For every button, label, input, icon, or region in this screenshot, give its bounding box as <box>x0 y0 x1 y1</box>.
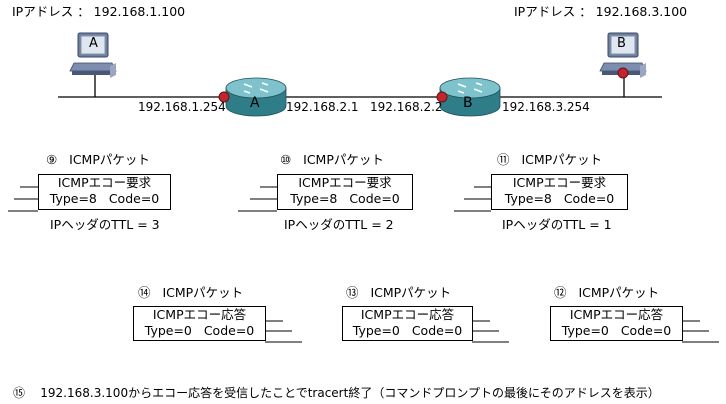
reply-packet-3-title: ⑫ ICMPパケット <box>554 285 660 300</box>
reply-packet-1-type: Type=0 <box>144 323 192 338</box>
request-packet-2-line1: ICMPエコー要求 <box>298 175 392 190</box>
reply-packet-2-code: Code=0 <box>411 323 463 338</box>
router-b-right-ip: 192.168.3.254 <box>502 100 590 114</box>
request-packet-3-ttl: IPヘッダのTTL = 1 <box>502 217 612 232</box>
host-b-icon <box>599 32 647 78</box>
reply-packet-1-code: Code=0 <box>203 323 255 338</box>
reply-packet-3-code: Code=0 <box>620 323 672 338</box>
packet-lines <box>8 186 719 343</box>
footer-note: ⑮ 192.168.3.100からエコー応答を受信したことでtracert終了（… <box>13 386 660 401</box>
router-b-name: B <box>463 95 473 111</box>
request-packet-2-code: Code=0 <box>349 191 400 206</box>
host-a-ip-label: IPアドレス ： 192.168.1.100 <box>12 4 186 19</box>
footer-number: ⑮ <box>13 386 26 400</box>
request-packet-3-title: ⑪ ICMPパケット <box>497 152 603 167</box>
router-a-icon <box>225 77 287 117</box>
request-packet-3: ICMPエコー要求 Type=8 Code=0 <box>491 174 628 210</box>
reply-packet-2-type: Type=0 <box>352 323 400 338</box>
request-packet-1: ICMPエコー要求 Type=8 Code=0 <box>38 174 171 210</box>
request-packet-3-line1: ICMPエコー要求 <box>512 175 607 190</box>
reply-packet-1-line1: ICMPエコー応答 <box>152 307 247 322</box>
request-packet-3-code: Code=0 <box>563 191 615 206</box>
request-packet-1-code: Code=0 <box>108 191 160 206</box>
reply-packet-2: ICMPエコー応答 Type=0 Code=0 <box>342 306 473 341</box>
reply-packet-3-type: Type=0 <box>561 323 609 338</box>
host-a-icon <box>69 32 117 78</box>
router-b-left-interface-dot <box>436 91 448 103</box>
router-a-left-interface-dot <box>218 91 230 103</box>
request-packet-1-line1: ICMPエコー要求 <box>57 175 152 190</box>
request-packet-2-ttl: IPヘッダのTTL = 2 <box>284 217 394 232</box>
host-b-ip-label: IPアドレス ： 192.168.3.100 <box>514 4 688 19</box>
request-packet-2: ICMPエコー要求 Type=8 Code=0 <box>277 174 413 210</box>
request-packet-1-type: Type=8 <box>49 191 97 206</box>
reply-packet-1-title: ⑭ ICMPパケット <box>138 285 244 300</box>
router-a-left-ip: 192.168.1.254 <box>138 100 226 114</box>
reply-packet-2-line1: ICMPエコー応答 <box>360 307 455 322</box>
host-a-name: A <box>89 36 98 51</box>
reply-packet-3-line1: ICMPエコー応答 <box>569 307 664 322</box>
reply-packet-1: ICMPエコー応答 Type=0 Code=0 <box>133 306 266 341</box>
request-packet-1-title: ⑨ ICMPパケット <box>46 152 150 167</box>
reply-packet-3: ICMPエコー応答 Type=0 Code=0 <box>550 306 683 341</box>
request-packet-2-type: Type=8 <box>290 191 338 206</box>
router-b-left-ip: 192.168.2.2 <box>370 100 443 114</box>
reply-packet-2-title: ⑬ ICMPパケット <box>346 285 452 300</box>
router-a-right-ip: 192.168.2.1 <box>286 100 359 114</box>
router-b-icon <box>439 77 501 117</box>
host-b-name: B <box>617 36 626 51</box>
host-b-interface-dot <box>617 67 629 79</box>
router-a-name: A <box>250 95 260 111</box>
footer-text: 192.168.3.100からエコー応答を受信したことでtracert終了（コマ… <box>40 386 660 400</box>
request-packet-1-ttl: IPヘッダのTTL = 3 <box>50 217 160 232</box>
request-packet-3-type: Type=8 <box>504 191 552 206</box>
request-packet-2-title: ⑩ ICMPパケット <box>280 152 384 167</box>
